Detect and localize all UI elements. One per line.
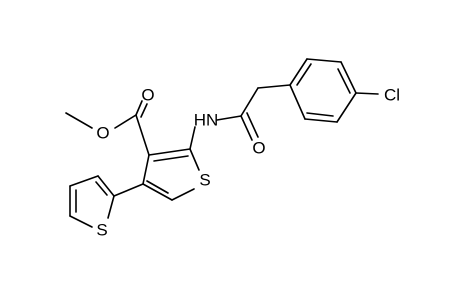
atom-o-ester-carbonyl: O bbox=[141, 86, 154, 105]
bond-c2-n bbox=[189, 126, 196, 150]
atom-labels: O O HN O S S Cl bbox=[96, 86, 400, 240]
bond-ph-6-1 bbox=[289, 84, 306, 120]
bond-th-s-c2 bbox=[107, 195, 115, 219]
bond-ester-c-double-o-2 bbox=[140, 103, 148, 118]
bond-amide-c-ch2 bbox=[240, 87, 259, 117]
bond-c3-c2 bbox=[148, 148, 191, 156]
bond-c5-c4 bbox=[142, 183, 173, 201]
bond-c4-c3 bbox=[142, 154, 150, 185]
atom-s-thienyl: S bbox=[96, 221, 107, 240]
atom-s-central-ring: S bbox=[199, 171, 210, 190]
bond-ph-3-4 bbox=[340, 61, 357, 94]
atom-o-methoxy: O bbox=[96, 124, 109, 143]
bond-ph-1-2 bbox=[289, 58, 308, 86]
atom-o-amide: O bbox=[252, 139, 265, 158]
bond-amide-c-double-o bbox=[240, 115, 253, 141]
bond-c5-c4-inner bbox=[146, 180, 169, 194]
bond-th-c3-c4 bbox=[69, 175, 99, 187]
bond-ch2-phenyl bbox=[257, 84, 291, 89]
bond-ph-1-2-inner bbox=[296, 63, 312, 86]
bond-n-amide-c bbox=[216, 115, 242, 121]
bond-c3-c2-inner bbox=[153, 155, 189, 162]
bond-ester-c-double-o bbox=[135, 100, 143, 116]
bond-c2-s bbox=[189, 148, 200, 171]
bond-o-carbonyl-c bbox=[114, 114, 137, 129]
bond-s-c5 bbox=[171, 188, 195, 201]
bond-th-c5-s bbox=[69, 215, 93, 228]
bond-th-c2-c3-inner bbox=[95, 181, 108, 196]
bond-ph-2-3 bbox=[306, 58, 342, 63]
bonds bbox=[65, 58, 379, 228]
atom-cl: Cl bbox=[384, 86, 400, 105]
bond-ph-4-5 bbox=[336, 92, 357, 123]
bond-ph-3-4-inner bbox=[337, 68, 351, 94]
bond-ph-cl bbox=[355, 92, 379, 95]
bond-ph-5-6 bbox=[304, 118, 338, 123]
bond-ester-c-ring-c3 bbox=[135, 114, 150, 156]
bond-amide-c-double-o-2 bbox=[246, 112, 259, 138]
atom-nh: HN bbox=[194, 111, 219, 130]
bond-ph-5-6-inner bbox=[306, 112, 334, 117]
bond-methyl-o bbox=[65, 112, 93, 129]
bond-c4-thienyl bbox=[113, 183, 144, 197]
bond-th-c2-c3 bbox=[97, 175, 115, 197]
